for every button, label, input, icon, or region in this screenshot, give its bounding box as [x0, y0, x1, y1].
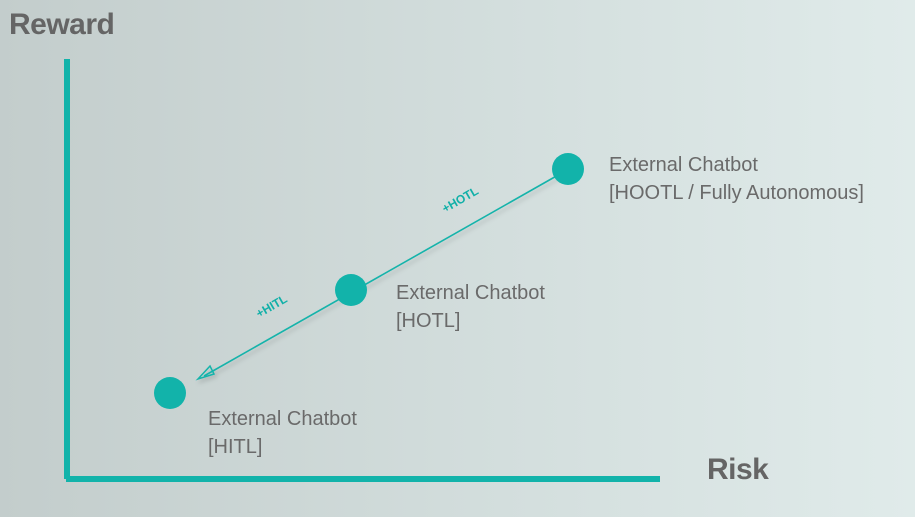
- point-hitl-dot: [154, 377, 186, 409]
- point-hootl-line2: [HOOTL / Fully Autonomous]: [609, 182, 864, 204]
- point-hitl-label: External Chatbot [HITL]: [208, 405, 357, 461]
- point-hootl-line1: External Chatbot: [609, 154, 758, 176]
- point-hotl-dot: [335, 274, 367, 306]
- point-hotl-line2: [HOTL]: [396, 310, 461, 332]
- point-hotl-label: External Chatbot [HOTL]: [396, 279, 545, 335]
- axes: [64, 59, 660, 482]
- arrowhead-icon: [195, 364, 216, 381]
- tag-hitl: +HITL: [254, 292, 290, 321]
- tag-hotl: +HOTL: [440, 184, 481, 216]
- y-axis-line: [64, 59, 70, 479]
- x-axis-line: [66, 476, 660, 482]
- point-hootl-label: External Chatbot [HOOTL / Fully Autonomo…: [609, 151, 864, 207]
- progression-arrow: [195, 169, 568, 381]
- x-axis-title: Risk: [707, 453, 769, 486]
- point-hotl-line1: External Chatbot: [396, 282, 545, 304]
- point-hitl-line1: External Chatbot: [208, 408, 357, 430]
- point-hootl-dot: [552, 153, 584, 185]
- point-hitl-line2: [HITL]: [208, 436, 263, 458]
- y-axis-title: Reward: [9, 8, 115, 41]
